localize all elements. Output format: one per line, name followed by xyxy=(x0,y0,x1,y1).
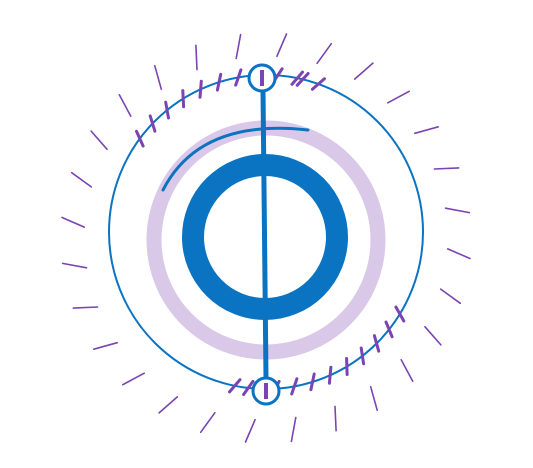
orbit-tick xyxy=(164,100,170,120)
inner-arc-highlight xyxy=(161,126,310,192)
radial-dash xyxy=(424,325,442,346)
radial-dash xyxy=(122,372,145,386)
radial-dash xyxy=(433,167,460,170)
orbit-tick xyxy=(135,129,145,148)
radial-dash xyxy=(199,411,216,434)
orbit-tick xyxy=(215,72,223,92)
radial-dash xyxy=(244,418,256,443)
orbit-tick xyxy=(372,334,381,353)
outer-radial-dashes xyxy=(61,33,471,443)
orbit-tick xyxy=(394,305,406,323)
radial-dash xyxy=(154,65,163,90)
orbit-tick xyxy=(310,77,326,91)
radial-dash xyxy=(195,44,198,71)
orbit-tick xyxy=(309,372,316,392)
orbit-tick xyxy=(359,346,366,366)
radial-dash xyxy=(444,207,471,214)
orbit-tick xyxy=(198,79,203,99)
radial-dash xyxy=(413,126,440,135)
radial-dash xyxy=(290,416,297,443)
radial-dash xyxy=(61,216,86,228)
orbit-tick xyxy=(234,68,243,87)
orbit-tick xyxy=(290,70,304,86)
radial-dash xyxy=(439,288,462,305)
radial-dash xyxy=(353,62,374,80)
orbit-tick xyxy=(228,378,242,394)
orbit-tick xyxy=(290,377,299,396)
orbit-tick xyxy=(295,72,310,87)
radial-dash xyxy=(446,248,471,260)
orbit-tick xyxy=(345,357,349,376)
radial-dash xyxy=(316,42,333,65)
vertical-axis xyxy=(260,87,269,381)
orbit-tick xyxy=(148,114,157,133)
radial-dash xyxy=(61,262,88,269)
orbit-tick xyxy=(242,379,255,396)
radial-dash xyxy=(400,358,414,383)
radial-dash xyxy=(93,341,118,351)
orbit-tick xyxy=(384,320,394,339)
radial-dash xyxy=(70,171,93,188)
radial-dash xyxy=(369,385,379,412)
radial-dash xyxy=(334,405,337,432)
radial-dash xyxy=(90,130,108,151)
radial-dash xyxy=(235,33,242,60)
radial-dash xyxy=(72,306,99,309)
orbit-tick xyxy=(327,365,333,385)
radial-dash xyxy=(158,396,179,414)
radial-dash xyxy=(276,33,288,58)
radial-dash xyxy=(386,90,411,104)
orbit-tick xyxy=(181,89,186,109)
radial-dash xyxy=(118,94,132,117)
